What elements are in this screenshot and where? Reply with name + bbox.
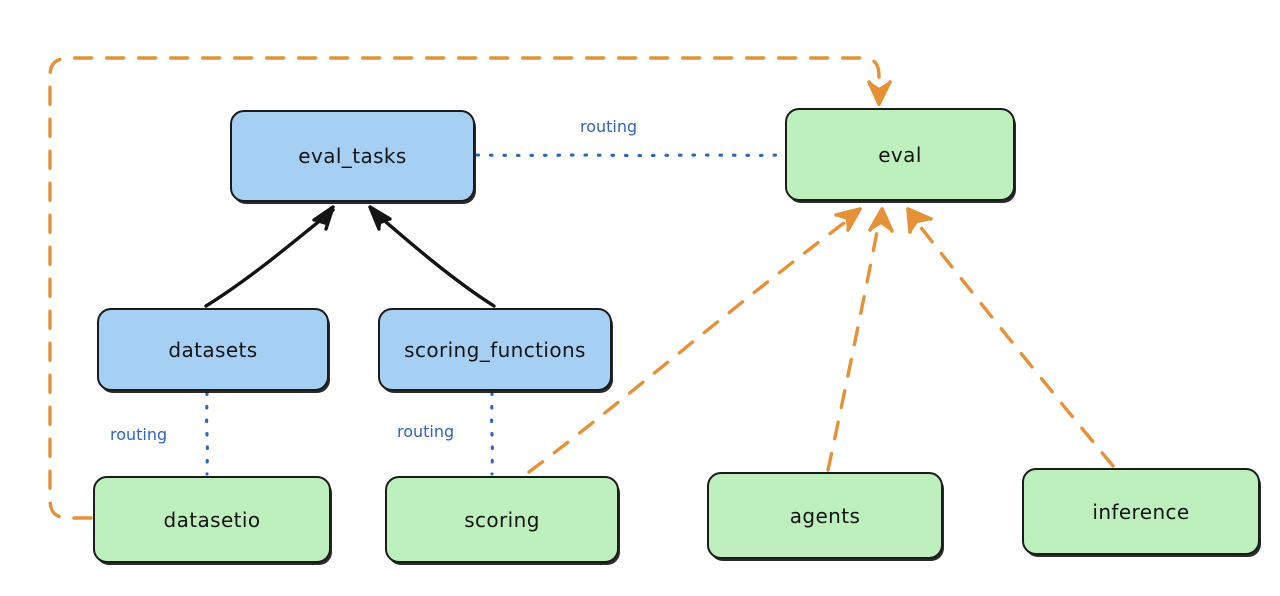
node-label-agents: agents	[789, 503, 861, 528]
edge-inference-eval-dependency	[906, 207, 1115, 468]
edge-label-routing-eval: routing	[580, 117, 638, 136]
node-inference[interactable]: inference	[1022, 468, 1260, 555]
node-scoring-functions[interactable]: scoring_functions	[378, 308, 612, 391]
node-label-datasets: datasets	[168, 337, 258, 362]
node-datasetio[interactable]: datasetio	[93, 476, 331, 563]
edge-scoring_functions-scoring-routing	[490, 391, 494, 476]
node-scoring[interactable]: scoring	[385, 476, 619, 563]
node-label-scoring-functions: scoring_functions	[404, 337, 586, 362]
edge-agents-eval-dependency	[826, 207, 894, 472]
edge-datasets-datasetio-routing	[205, 391, 209, 476]
node-datasets[interactable]: datasets	[97, 308, 329, 391]
node-label-inference: inference	[1092, 499, 1190, 524]
edge-label-routing-scoring: routing	[397, 422, 455, 441]
node-agents[interactable]: agents	[707, 472, 943, 559]
node-label-eval: eval	[878, 142, 922, 167]
edge-datasets-eval_tasks-arrow	[204, 205, 335, 308]
edge-label-routing-datasetio: routing	[110, 425, 168, 444]
node-eval-tasks[interactable]: eval_tasks	[230, 110, 475, 202]
edge-eval_tasks-eval-routing	[475, 153, 785, 158]
node-eval[interactable]: eval	[785, 108, 1015, 201]
node-label-scoring: scoring	[464, 507, 540, 532]
node-label-datasetio: datasetio	[163, 507, 261, 532]
node-label-eval-tasks: eval_tasks	[298, 144, 407, 168]
edge-scoring_functions-eval_tasks-arrow	[368, 205, 496, 308]
